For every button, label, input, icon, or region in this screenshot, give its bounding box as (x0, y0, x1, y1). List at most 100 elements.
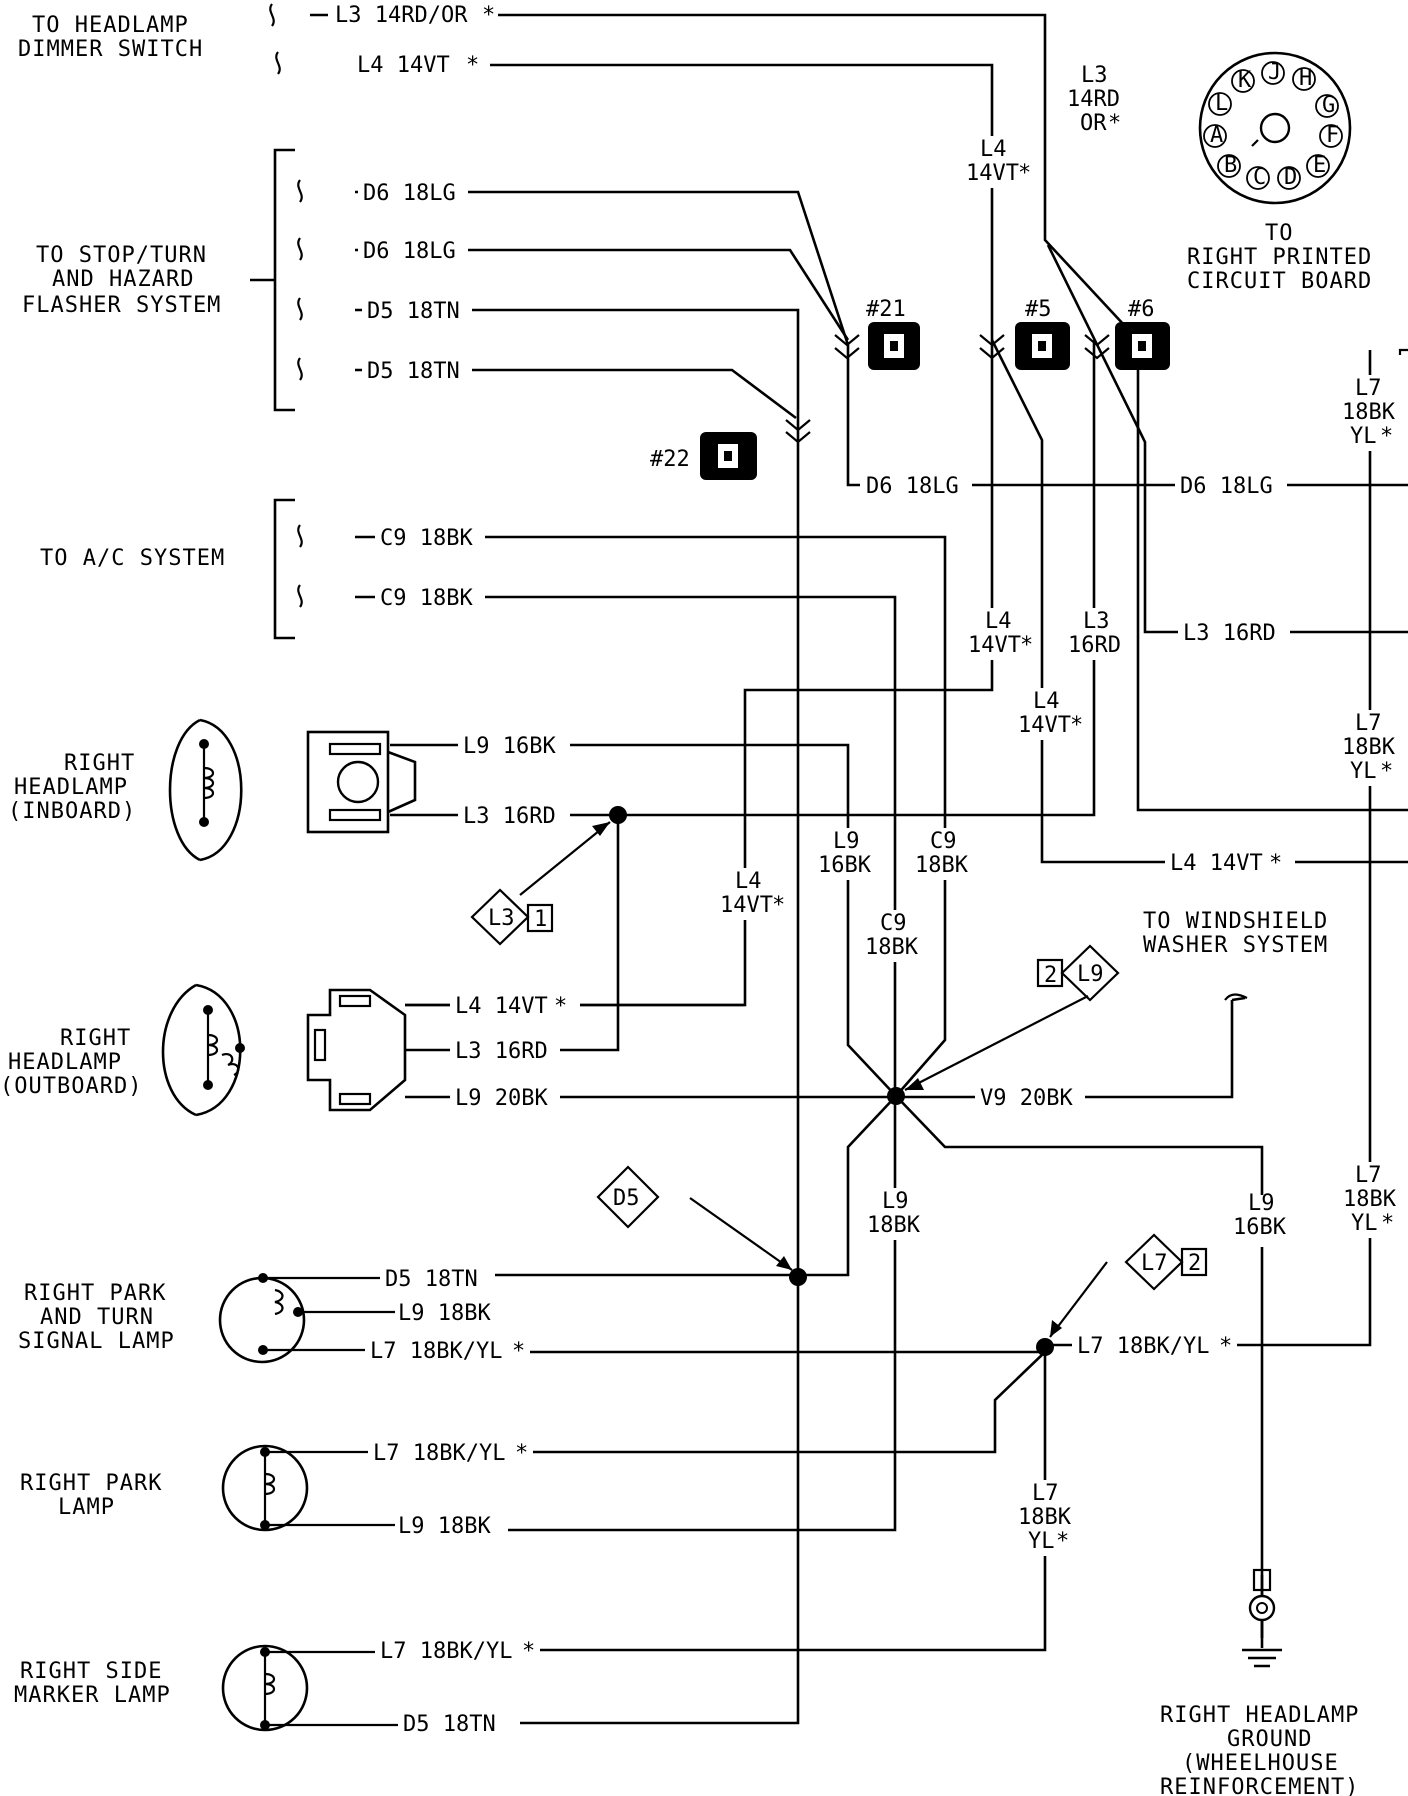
pcb-pin-a: A (1210, 123, 1223, 148)
wire-d5-2: D5 18TN (367, 359, 460, 384)
wire-v9: V9 20BK (980, 1086, 1073, 1111)
wire-l7-park-lamp-asterisk: * (515, 1441, 528, 1466)
vlabel-l7-mid-2: 18BK (1342, 735, 1396, 760)
vlabel-l3-14rd-or-2: 14RD (1067, 87, 1120, 112)
splice-tag-l9-number: 2 (1044, 963, 1057, 988)
vlabel-l9-18bk-2: 18BK (867, 1213, 921, 1238)
pcb-pin-c: C (1253, 165, 1266, 190)
wire-d5-1: D5 18TN (367, 299, 460, 324)
label-park-turn-3: SIGNAL LAMP (18, 1329, 175, 1354)
connector-5 (979, 322, 1070, 370)
label-headlamp-dimmer-2: DIMMER SWITCH (18, 37, 203, 62)
vlabel-l7-mid-3: YL (1350, 759, 1377, 784)
wire-d6-2: D6 18LG (363, 239, 456, 264)
pcb-pin-labels: K J H L G A F B C D E (1210, 60, 1339, 190)
vlabel-l7-mid-ast: * (1380, 759, 1393, 784)
lamp-symbols (161, 718, 405, 1732)
label-park-turn-1: RIGHT PARK (24, 1281, 166, 1306)
label-ground-4: REINFORCEMENT) (1160, 1775, 1359, 1796)
splice-tags: L3 1 2 L9 D5 L7 2 (470, 888, 1208, 1291)
label-ground-1: RIGHT HEADLAMP (1160, 1703, 1359, 1728)
vlabel-l4-a-ast: * (1018, 161, 1031, 186)
park-turn-lamp-symbol (218, 1273, 405, 1364)
wire-l7-marker: L7 18BK/YL (380, 1639, 512, 1664)
label-connector-22: #22 (650, 447, 690, 472)
wire-l9-park: L9 18BK (398, 1301, 491, 1326)
wire-l4-top: L4 14VT (357, 53, 450, 78)
vlabel-l3-14rd-or-1: L3 (1081, 63, 1108, 88)
ground-symbol (1242, 1568, 1282, 1668)
pcb-pin-l: L (1215, 91, 1228, 116)
headlamp-plugs (306, 730, 417, 1112)
wire-l9-outboard: L9 20BK (455, 1086, 548, 1111)
component-labels: RIGHT HEADLAMP (INBOARD) RIGHT HEADLAMP … (0, 751, 1359, 1796)
inline-connectors (700, 322, 1170, 480)
pcb-pin-g: G (1322, 93, 1335, 118)
label-park-2: LAMP (58, 1495, 115, 1520)
vlabel-c9-a-2: 18BK (915, 853, 969, 878)
vlabel-l4-b-ast: * (1020, 633, 1033, 658)
wire-l4-outboard-asterisk: * (554, 994, 567, 1019)
vlabel-l7-top-3: YL (1350, 424, 1377, 449)
pcb-pin-j: J (1268, 60, 1281, 85)
wire-l7-park-lamp: L7 18BK/YL (373, 1441, 505, 1466)
wire-l9-inboard: L9 16BK (463, 734, 556, 759)
splice-arrows (519, 821, 1108, 1338)
wire-l3-top: L3 14RD/OR (335, 3, 468, 28)
label-inboard-2: HEADLAMP (14, 775, 128, 800)
label-outboard-2: HEADLAMP (8, 1050, 122, 1075)
wire-d6-1: D6 18LG (363, 181, 456, 206)
vlabel-l4-a-2: 14VT (966, 161, 1019, 186)
vlabel-l4-b-2: 14VT (968, 633, 1021, 658)
wire-l4-right: L4 14VT (1170, 851, 1263, 876)
vlabel-l9-16bk-1: L9 (833, 829, 860, 854)
wire-c9-1: C9 18BK (380, 526, 473, 551)
vlabel-l7-low-1: L7 (1355, 1163, 1382, 1188)
vlabel-l7-top-ast: * (1380, 424, 1393, 449)
label-ground-2: GROUND (1227, 1727, 1312, 1752)
splice-tag-d5: D5 (596, 1165, 660, 1229)
wire-l4-top-asterisk: * (466, 53, 479, 78)
label-inboard-1: RIGHT (64, 751, 135, 776)
vlabel-l7-bottom-1: L7 (1032, 1481, 1059, 1506)
wire-l3-inboard: L3 16RD (463, 804, 556, 829)
label-outboard-1: RIGHT (60, 1026, 131, 1051)
vlabel-l7-top-2: 18BK (1342, 400, 1396, 425)
label-pcb-1: TO (1265, 221, 1294, 246)
park-lamp-symbol (221, 1444, 395, 1532)
wire-d6-right: D6 18LG (1180, 474, 1273, 499)
label-marker-2: MARKER LAMP (14, 1683, 171, 1708)
label-headlamp-dimmer-1: TO HEADLAMP (32, 13, 189, 38)
connector-6 (1084, 322, 1170, 370)
side-marker-lamp-symbol (221, 1644, 400, 1732)
vlabel-l4-d-ast: * (772, 893, 785, 918)
vlabel-l4-c-2: 14VT (1018, 713, 1071, 738)
wire-l4-outboard: L4 14VT (455, 994, 548, 1019)
vlabel-l7-low-3: YL (1351, 1211, 1378, 1236)
splice-tag-l3: L3 1 (470, 888, 554, 946)
wire-l9-park-lamp: L9 18BK (398, 1514, 491, 1539)
brackets (250, 148, 1408, 640)
wire-l7-park-asterisk: * (512, 1339, 525, 1364)
pcb-pin-h: H (1299, 66, 1312, 91)
vlabel-l4-c-1: L4 (1033, 689, 1060, 714)
vlabel-l3-14rd-or-ast: * (1108, 111, 1121, 136)
vlabel-l3-14rd-or-3: OR (1080, 111, 1107, 136)
vlabel-l7-low-ast: * (1381, 1211, 1394, 1236)
vlabel-l7-top-1: L7 (1355, 376, 1382, 401)
pcb-pin-k: K (1238, 68, 1252, 93)
wire-l7-right-asterisk: * (1219, 1334, 1232, 1359)
wire-d6-mid: D6 18LG (866, 474, 959, 499)
vlabel-l9-16bk-2: 16BK (818, 853, 872, 878)
label-windshield-1: TO WINDSHIELD (1143, 909, 1328, 934)
headlamp-outboard-symbol (161, 983, 245, 1117)
label-connector-21: #21 (866, 297, 906, 322)
vlabel-l4-c-ast: * (1070, 713, 1083, 738)
wire-c9-2: C9 18BK (380, 586, 473, 611)
wire-break-marks (269, 3, 1248, 1001)
vlabel-l9-16bk-b-1: L9 (1248, 1191, 1275, 1216)
splice-tag-l7-number: 2 (1188, 1251, 1201, 1276)
vlabel-l4-b-1: L4 (985, 609, 1012, 634)
splice-tag-l7: L7 2 (1124, 1233, 1208, 1291)
